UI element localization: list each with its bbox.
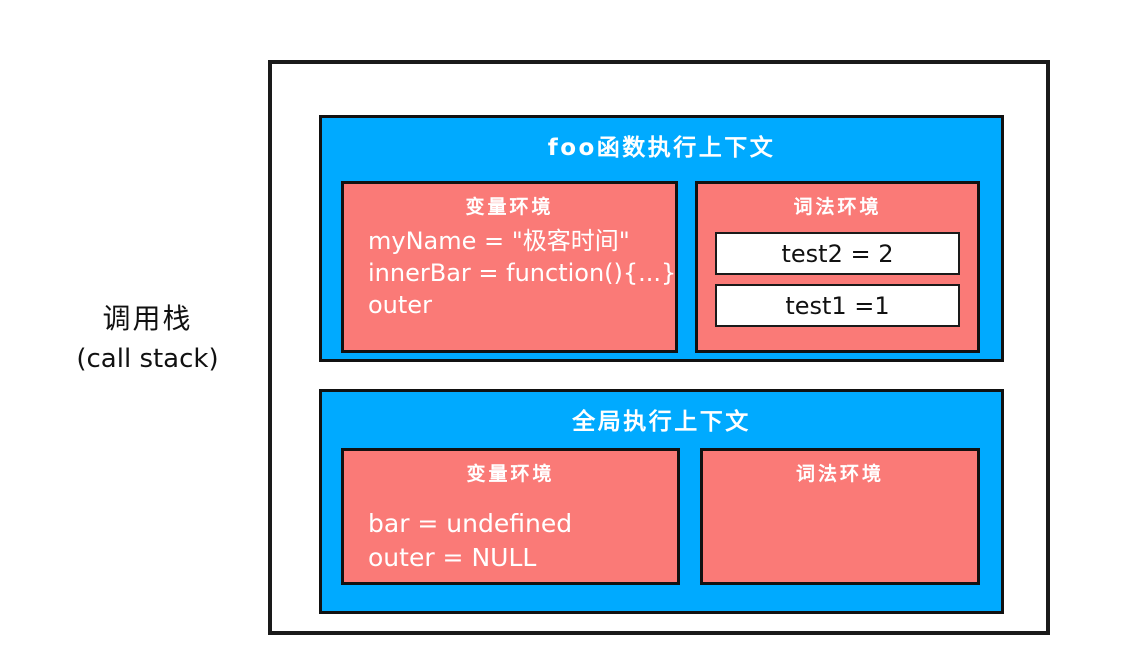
global-variable-environment-title: 变量环境 [466,463,555,485]
variable-entry: bar = undefined [368,509,573,538]
variable-entry: outer = NULL [368,543,537,572]
call-stack-caption-cn: 调用栈 [102,302,193,335]
execution-context-global-title: 全局执行上下文 [572,409,751,435]
foo-variable-environment-title: 变量环境 [465,196,554,218]
foo-lexical-environment-title: 词法环境 [793,196,882,218]
lexical-entry-chip[interactable]: test2 = 2 [715,232,960,275]
global-lexical-environment-title: 词法环境 [795,463,884,485]
variable-entry: myName = "极客时间" [368,227,630,255]
foo-lexical-environment[interactable]: 词法环境 test2 = 2 test1 =1 [695,181,980,353]
foo-lexical-environment-chips: test2 = 2 test1 =1 [715,232,960,336]
call-stack-caption-en: (call stack) [76,343,219,374]
call-stack-caption: 调用栈 (call stack) [40,300,255,377]
execution-context-foo[interactable]: foo函数执行上下文 变量环境 myName = "极客时间" innerBar… [319,115,1004,362]
global-variable-environment[interactable]: 变量环境 bar = undefined outer = NULL [341,448,680,585]
variable-entry: innerBar = function(){...} [368,258,677,287]
variable-entry: outer [368,290,432,319]
global-lexical-environment[interactable]: 词法环境 [700,448,980,585]
call-stack-container: foo函数执行上下文 变量环境 myName = "极客时间" innerBar… [268,60,1050,635]
foo-variable-environment[interactable]: 变量环境 myName = "极客时间" innerBar = function… [341,181,678,353]
global-variable-environment-entries: bar = undefined outer = NULL [368,507,667,575]
execution-context-global[interactable]: 全局执行上下文 变量环境 bar = undefined outer = NUL… [319,389,1004,614]
foo-variable-environment-entries: myName = "极客时间" innerBar = function(){..… [368,226,677,322]
execution-context-foo-title: foo函数执行上下文 [547,135,776,161]
lexical-entry-chip[interactable]: test1 =1 [715,284,960,327]
